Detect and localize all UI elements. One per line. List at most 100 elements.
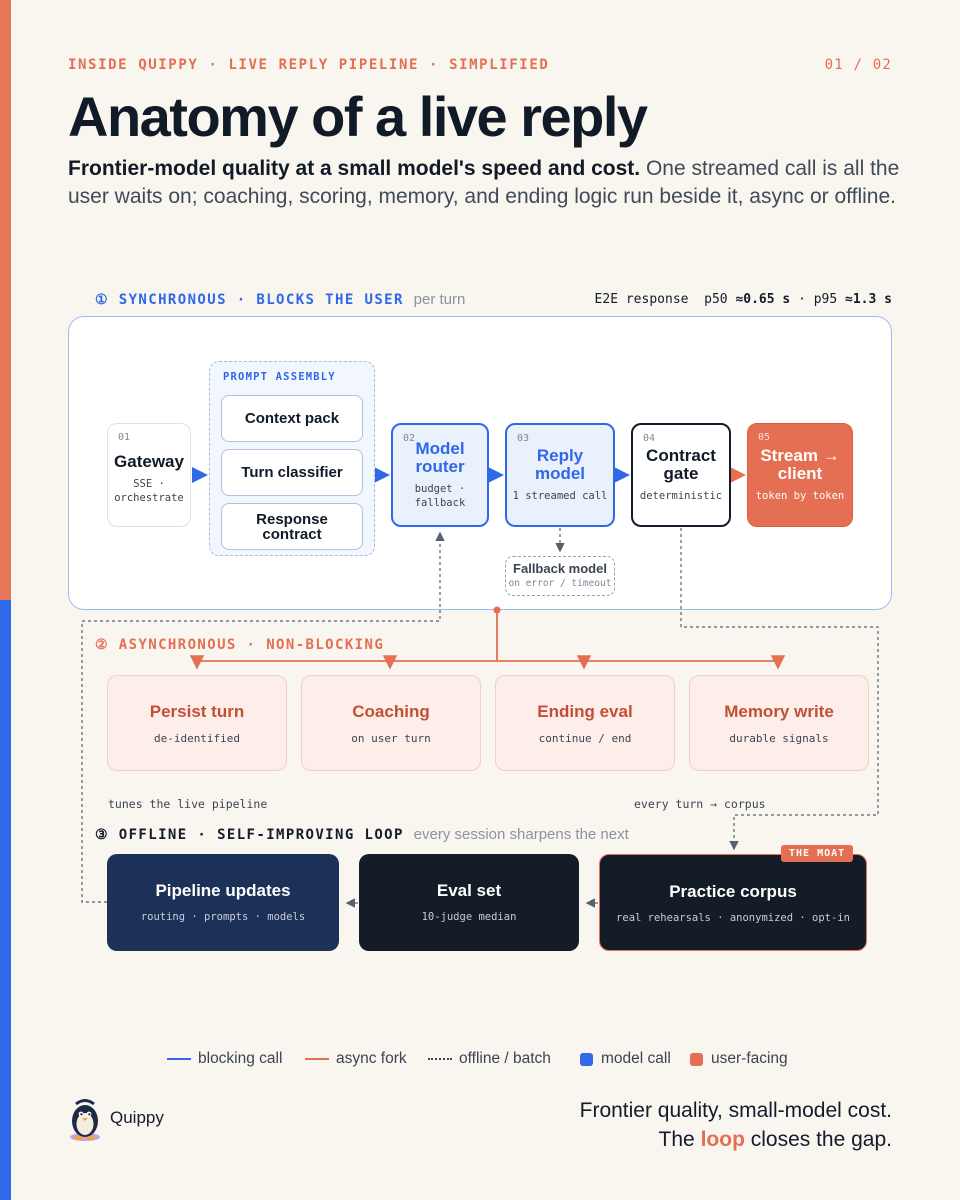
- gateway-sub: SSE · orchestrate: [114, 478, 184, 504]
- offline-box-title: Practice corpus: [669, 882, 797, 901]
- stream-num: 05: [758, 432, 771, 443]
- offline-box-practice-corpus: Practice corpus real rehearsals · anonym…: [599, 854, 867, 951]
- penguin-logo-icon: [70, 1099, 100, 1141]
- async-box-coaching: Coaching on user turn: [301, 675, 481, 771]
- gate-num: 04: [643, 433, 656, 444]
- reply-model-node: 03 Reply model 1 streamed call: [505, 423, 615, 527]
- async-box-sub: continue / end: [538, 732, 632, 745]
- tagline-part-c: closes the gap.: [744, 1128, 892, 1151]
- async-fork: [189, 610, 786, 670]
- contract-gate-node: 04 Contract gate deterministic: [631, 423, 731, 527]
- reply-sub: 1 streamed call: [512, 490, 608, 502]
- prompt-item-response-contract: Response contract: [221, 503, 363, 550]
- note-every-turn-corpus: every turn → corpus: [634, 797, 766, 811]
- page-indicator: 01 / 02: [824, 57, 892, 73]
- note-tunes-pipeline: tunes the live pipeline: [108, 797, 268, 811]
- sync-section-label: ① SYNCHRONOUS · BLOCKS THE USER per turn: [95, 291, 465, 308]
- async-box-title: Memory write: [724, 702, 834, 721]
- stream-sub: token by token: [755, 490, 845, 502]
- p95-value: ≈1.3 s: [845, 292, 892, 307]
- brand-name: Quippy: [110, 1108, 164, 1127]
- gateway-node: 01 Gateway SSE · orchestrate: [107, 423, 191, 527]
- legend-user: user-facing: [690, 1050, 788, 1068]
- legend-async-swatch: [305, 1058, 329, 1060]
- model-router-node: 02 Model router budget · fallback: [391, 423, 489, 527]
- sync-note: per turn: [413, 291, 466, 308]
- stream-client-node: 05 Stream → client token by token: [747, 423, 853, 527]
- fork-dot: [493, 606, 501, 614]
- fallback-model-node: Fallback model on error / timeout: [505, 556, 615, 596]
- legend-user-label: user-facing: [711, 1050, 788, 1067]
- legend-model-label: model call: [601, 1050, 671, 1067]
- offline-note: every session sharpens the next: [413, 826, 629, 843]
- gateway-title: Gateway: [114, 452, 184, 471]
- legend-async-label: async fork: [336, 1050, 407, 1067]
- router-num: 02: [403, 433, 416, 444]
- async-box-title: Ending eval: [537, 702, 633, 721]
- async-box-sub: de-identified: [153, 732, 241, 745]
- legend-user-swatch: [690, 1052, 703, 1066]
- p50-value: ≈0.65 s: [735, 292, 791, 307]
- p95-label: p95: [813, 292, 838, 307]
- offline-box-sub: 10-judge median: [421, 911, 517, 923]
- prompt-item-context-pack: Context pack: [221, 395, 363, 442]
- kicker: INSIDE QUIPPY · LIVE REPLY PIPELINE · SI…: [68, 57, 550, 73]
- legend-blocking-swatch: [167, 1058, 191, 1060]
- offline-box-eval-set: Eval set 10-judge median: [359, 854, 579, 951]
- legend-offline-swatch: [428, 1058, 452, 1060]
- async-box-memory-write: Memory write durable signals: [689, 675, 869, 771]
- offline-box-title: Pipeline updates: [155, 881, 291, 900]
- p50-label: p50: [704, 292, 728, 307]
- legend-blocking-label: blocking call: [198, 1050, 283, 1067]
- router-sub: budget · fallback: [414, 483, 466, 509]
- async-box-title: Persist turn: [149, 702, 245, 721]
- legend-async: async fork: [305, 1050, 407, 1068]
- gate-to-corpus-loop: [680, 528, 879, 851]
- tagline: Frontier quality, small-model cost. The …: [580, 1096, 892, 1154]
- async-box-ending-eval: Ending eval continue / end: [495, 675, 675, 771]
- async-box-sub: durable signals: [729, 732, 829, 745]
- page-title: Anatomy of a live reply: [68, 85, 648, 148]
- prompt-assembly-label: PROMPT ASSEMBLY: [223, 371, 336, 383]
- subtitle: Frontier-model quality at a small model'…: [68, 155, 908, 211]
- prompt-item-turn-classifier: Turn classifier: [221, 449, 363, 496]
- tagline-highlight: loop: [700, 1128, 745, 1151]
- async-box-sub: on user turn: [351, 732, 431, 745]
- router-title: Model router: [415, 439, 465, 476]
- tagline-line-2: The loop closes the gap.: [580, 1125, 892, 1154]
- offline-box-sub: real rehearsals · anonymized · opt-in: [616, 912, 850, 924]
- gateway-num: 01: [118, 432, 131, 443]
- offline-box-sub: routing · prompts · models: [140, 911, 306, 923]
- pipeline-to-router-loop: [81, 531, 445, 903]
- offline-box-pipeline-updates: Pipeline updates routing · prompts · mod…: [107, 854, 339, 951]
- legend-offline-label: offline / batch: [459, 1050, 551, 1067]
- offline-box-title: Eval set: [436, 881, 502, 900]
- async-box-persist-turn: Persist turn de-identified: [107, 675, 287, 771]
- sync-label-text: ① SYNCHRONOUS · BLOCKS THE USER: [95, 292, 404, 308]
- stream-title: Stream → client: [760, 446, 840, 483]
- tagline-line-1: Frontier quality, small-model cost.: [579, 1099, 892, 1122]
- e2e-latency: E2E response p50 ≈0.65 s · p95 ≈1.3 s: [595, 292, 892, 307]
- accent-rail-blue: [0, 600, 11, 1200]
- tagline-part-a: The: [658, 1128, 701, 1151]
- e2e-label: E2E response: [594, 292, 689, 307]
- gate-sub: deterministic: [639, 490, 723, 502]
- reply-num: 03: [517, 433, 530, 444]
- subtitle-rest: One streamed call is all the user waits …: [68, 157, 900, 208]
- latency-separator: ·: [798, 292, 806, 307]
- legend-blocking: blocking call: [167, 1050, 282, 1068]
- async-section-label: ② ASYNCHRONOUS · NON-BLOCKING: [95, 637, 385, 653]
- async-box-title: Coaching: [352, 702, 430, 721]
- offline-section-label: ③ OFFLINE · SELF-IMPROVING LOOP every se…: [95, 826, 629, 843]
- reply-title: Reply model: [534, 446, 586, 483]
- legend-model: model call: [580, 1050, 671, 1068]
- fallback-title: Fallback model: [513, 561, 607, 576]
- offline-label-text: ③ OFFLINE · SELF-IMPROVING LOOP: [95, 827, 404, 843]
- moat-badge: THE MOAT: [781, 845, 854, 862]
- subtitle-bold: Frontier-model quality at a small model'…: [68, 157, 641, 180]
- legend-model-swatch: [580, 1052, 593, 1066]
- legend-offline: offline / batch: [428, 1050, 551, 1068]
- accent-rail-coral: [0, 0, 11, 600]
- fallback-sub: on error / timeout: [508, 578, 612, 589]
